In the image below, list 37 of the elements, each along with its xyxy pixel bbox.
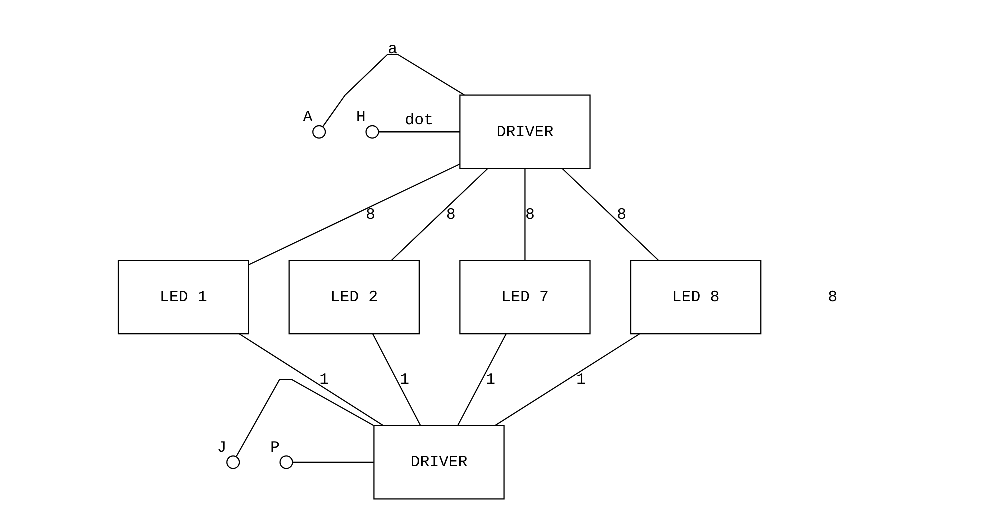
node-box: LED 8	[630, 260, 762, 335]
node-label: J	[217, 438, 227, 457]
connector	[236, 379, 374, 457]
edge-label: 8	[446, 206, 456, 224]
edge-label: 1	[320, 371, 330, 390]
edge-label: 1	[400, 371, 410, 390]
node-box: LED 1	[118, 260, 250, 335]
edge-label: 8	[526, 206, 536, 224]
node-box: DRIVER	[374, 425, 505, 500]
edge-label: 1	[486, 371, 496, 390]
connector	[524, 169, 526, 260]
edge-label: a	[388, 40, 398, 59]
edge-label: 8	[366, 206, 376, 224]
connector	[562, 168, 660, 261]
edge-label: 1	[576, 371, 586, 390]
node-circle	[366, 125, 380, 139]
node-box: LED 7	[460, 260, 591, 335]
label: 8	[828, 288, 838, 306]
connector	[458, 334, 507, 426]
connector	[379, 132, 460, 133]
node-label: A	[303, 108, 313, 127]
node-box: LED 2	[288, 260, 420, 335]
connector	[495, 334, 640, 426]
node-circle	[312, 125, 326, 139]
edge-label: dot	[405, 111, 434, 130]
edge-label: 8	[617, 206, 627, 224]
connector	[322, 54, 465, 128]
node-label: P	[270, 438, 280, 457]
connector	[391, 168, 488, 261]
connector	[248, 164, 460, 266]
node-label: H	[356, 108, 366, 127]
connector	[239, 334, 384, 426]
node-box: DRIVER	[460, 94, 591, 170]
node-circle	[280, 456, 294, 470]
connector	[292, 462, 374, 464]
node-circle	[226, 456, 240, 470]
connector	[372, 334, 422, 426]
